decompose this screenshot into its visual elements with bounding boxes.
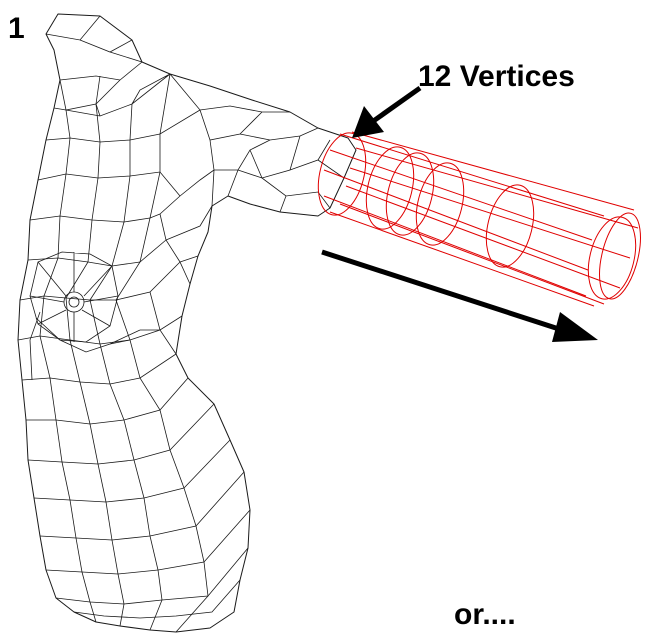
vertex-count-label: 12 Vertices <box>418 60 575 93</box>
extruded-tube <box>317 131 641 307</box>
vertex-pointer-arrow <box>352 85 422 138</box>
extrusion-direction-arrow <box>321 249 598 342</box>
torso-mesh <box>17 13 357 633</box>
continuation-text: or.... <box>454 598 516 631</box>
step-number: 1 <box>8 12 25 45</box>
